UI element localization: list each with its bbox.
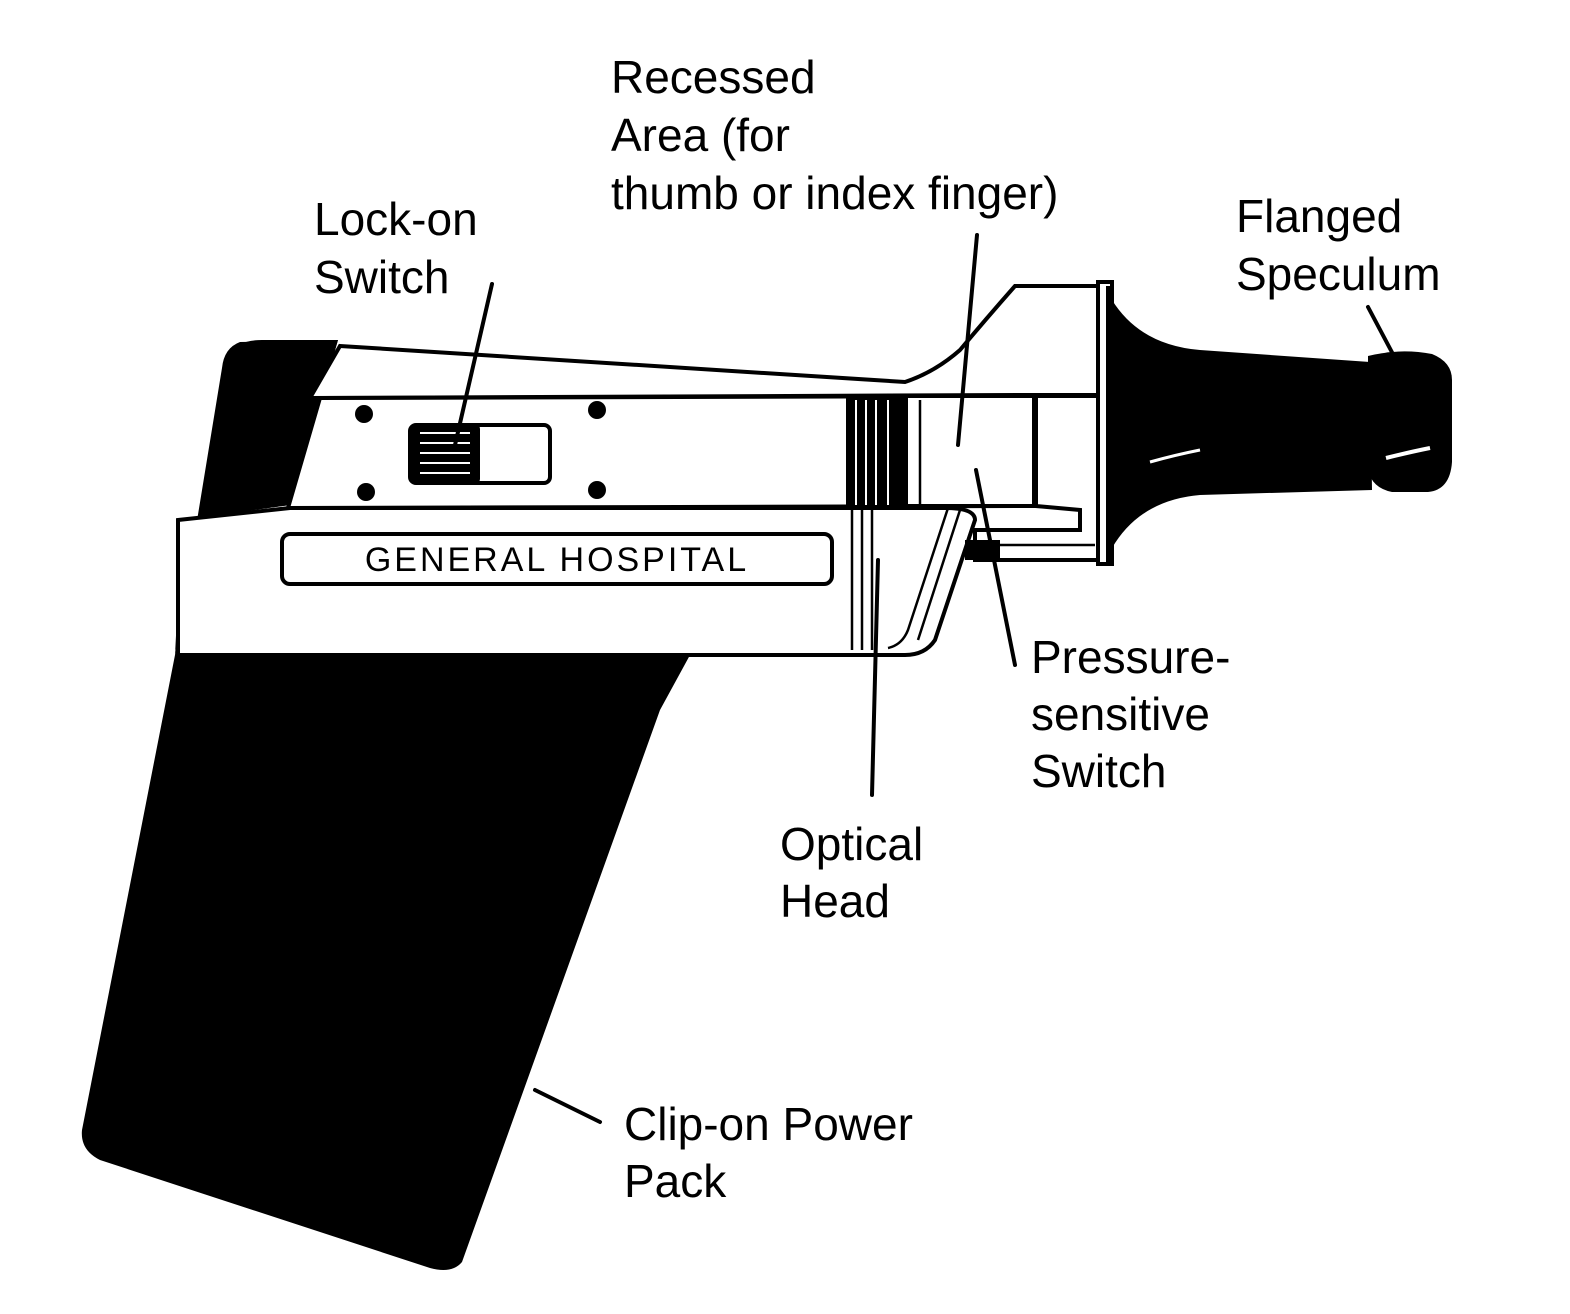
- label-pressure-switch: Pressure- sensitive Switch: [1031, 631, 1243, 797]
- leader-power-pack: [533, 1088, 602, 1124]
- leader-recessed-area: [956, 233, 979, 447]
- lock-on-switch: [408, 423, 552, 485]
- leader-lock-on-switch: [453, 282, 494, 447]
- leader-flanged-speculum: [1366, 305, 1397, 360]
- labels: Recessed Area (for thumb or index finger…: [314, 51, 1441, 1207]
- leader-pressure-switch: [974, 468, 1017, 667]
- screws: [355, 401, 606, 501]
- nameplate: GENERAL HOSPITAL: [280, 532, 834, 586]
- leader-lines: [453, 233, 1397, 1124]
- label-power-pack: Clip-on Power Pack: [624, 1098, 926, 1207]
- optical-head: [846, 394, 1036, 650]
- label-optical-head: Optical Head: [780, 818, 936, 927]
- label-flanged-speculum: Flanged Speculum: [1236, 190, 1441, 300]
- label-recessed-area: Recessed Area (for thumb or index finger…: [611, 51, 1058, 219]
- screw: [588, 401, 606, 419]
- label-lock-on-switch: Lock-on Switch: [314, 193, 490, 303]
- screw: [588, 481, 606, 499]
- screw: [355, 405, 373, 423]
- leader-optical-head: [870, 558, 880, 797]
- speculum: [1096, 280, 1452, 566]
- nameplate-text: GENERAL HOSPITAL: [365, 541, 749, 579]
- power-pack: [81, 340, 691, 1270]
- screw: [357, 483, 375, 501]
